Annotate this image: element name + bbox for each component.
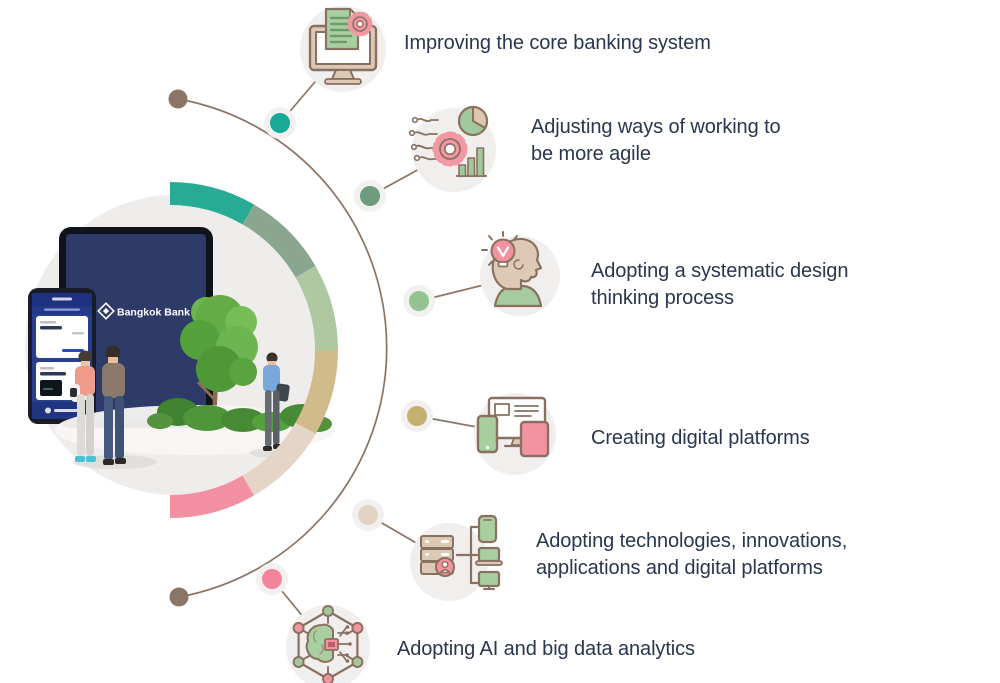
progress-arc: [170, 182, 338, 519]
step-label-line: thinking process: [591, 287, 734, 309]
step-dot-5: [352, 499, 384, 531]
step-label-line: Adjusting ways of working to: [531, 116, 781, 138]
brand-wordmark: Bangkok Bank: [117, 307, 190, 319]
brand-photo-composition: Bangkok Bank: [25, 182, 338, 519]
step-label-5: Adopting technologies, innovations, appl…: [536, 528, 847, 582]
step-label-line: be more agile: [531, 143, 651, 165]
step-label-line: Adopting technologies, innovations,: [536, 530, 848, 552]
step-end-dots: [168, 89, 189, 607]
arc-segment-3: [295, 266, 338, 350]
businessman-figure: [263, 352, 290, 451]
arc-segment-4: [295, 350, 338, 434]
couple-figures: [70, 345, 126, 465]
bangkok-bank-logo: Bangkok Bank: [97, 302, 190, 320]
arc-segment-2: [242, 204, 316, 278]
tree: [180, 295, 258, 423]
step-label-3: Adopting a systematic design thinking pr…: [591, 258, 848, 312]
arc-segment-1: [170, 182, 254, 225]
step-label-line: Adopting a systematic design: [591, 260, 849, 282]
server-devices-icon: [410, 514, 503, 601]
step-label-line: Creating digital platforms: [591, 427, 810, 449]
step-dot-1: [264, 107, 296, 139]
step-label-line: Adopting AI and big data analytics: [397, 638, 695, 660]
step-label-2: Adjusting ways of working to be more agi…: [531, 114, 781, 168]
step-dot-2: [354, 180, 386, 212]
step-dot-4: [401, 400, 433, 432]
step-path-arc: [177, 98, 388, 598]
step-label-1: Improving the core banking system: [404, 30, 711, 57]
arc-segment-5: [242, 422, 316, 496]
digital-devices-icon: [474, 393, 556, 475]
step-dots: [256, 107, 435, 595]
step-label-4: Creating digital platforms: [591, 425, 810, 452]
step-label-line: Improving the core banking system: [404, 32, 711, 54]
path-end-dot-top: [168, 89, 188, 109]
step-dot-3: [403, 285, 435, 317]
ai-network-brain-icon: [286, 605, 370, 683]
step-label-6: Adopting AI and big data analytics: [397, 636, 695, 663]
step-dot-6: [256, 563, 288, 595]
arc-segment-6: [170, 475, 254, 519]
tablet-device: Bangkok Bank: [59, 227, 213, 428]
path-end-dot-bottom: [169, 587, 189, 607]
core-banking-monitor-icon: [300, 6, 386, 92]
agile-gear-chart-icon: [408, 105, 496, 192]
step-label-line: applications and digital platforms: [536, 557, 823, 579]
design-thinking-head-bulb-icon: [480, 231, 560, 316]
